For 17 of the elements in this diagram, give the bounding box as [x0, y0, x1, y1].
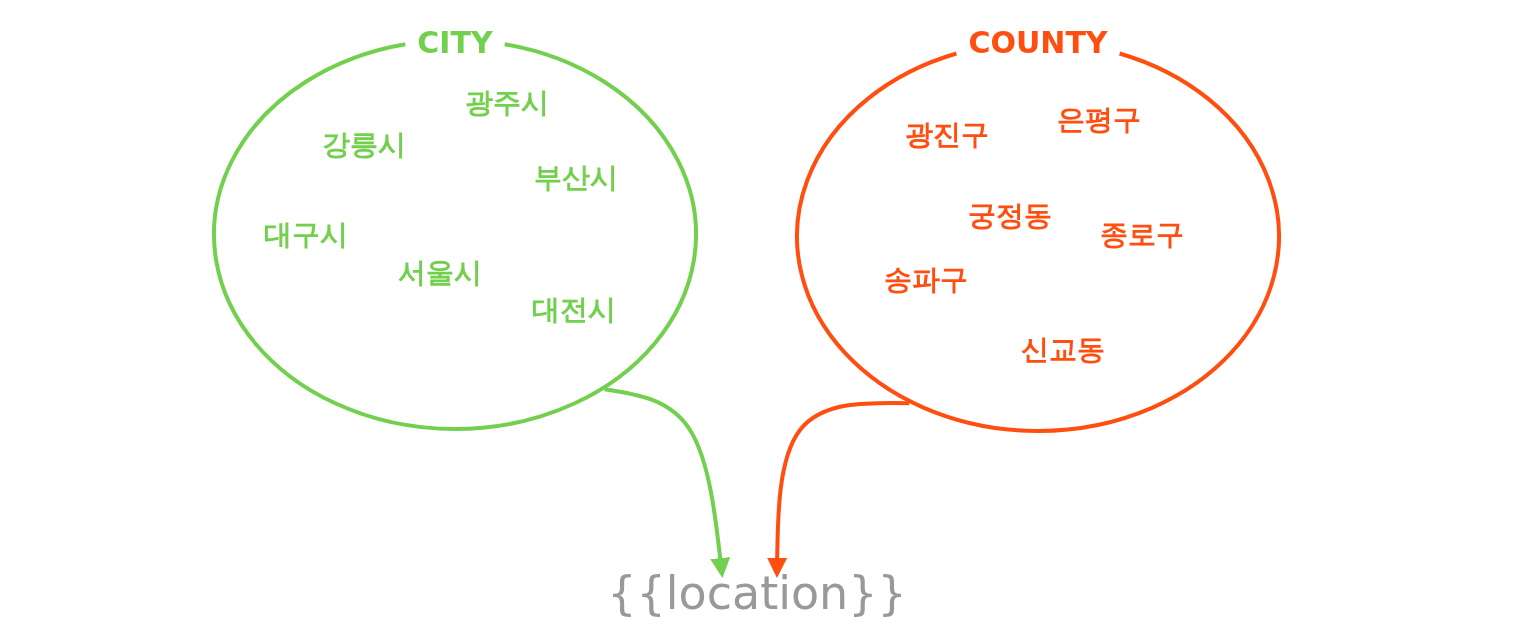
place-name: 신교동: [1021, 332, 1105, 368]
place-name: 광진구: [905, 117, 989, 153]
set-title: COUNTY: [968, 24, 1108, 60]
arrow: [767, 400, 910, 578]
place-name: 대구시: [264, 217, 348, 253]
place-name: 은평구: [1057, 102, 1141, 138]
placeholder-text: {{location}}: [607, 566, 907, 620]
place-name: 송파구: [884, 262, 968, 298]
place-name: 궁정동: [968, 198, 1052, 234]
place-name: 부산시: [534, 160, 618, 196]
arrow: [604, 387, 731, 578]
place-name: 강릉시: [322, 127, 406, 163]
place-name: 서울시: [398, 255, 482, 291]
set-title: CITY: [417, 24, 493, 60]
place-name: 종로구: [1100, 217, 1184, 253]
place-name: 광주시: [465, 85, 549, 121]
place-name: 대전시: [532, 292, 616, 328]
